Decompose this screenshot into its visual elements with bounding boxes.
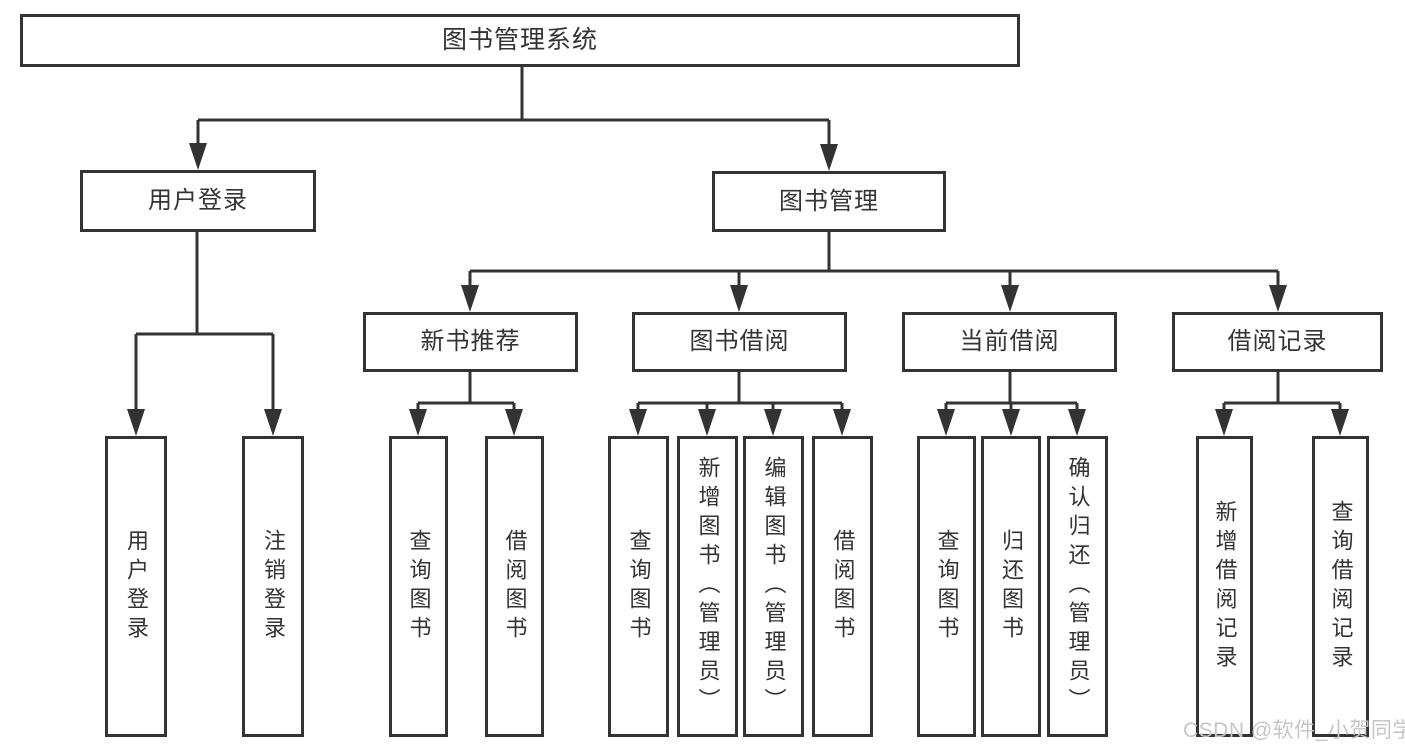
node-leaf-user-login: 用户登录 <box>105 436 167 737</box>
node-label: 查询图书 <box>626 528 652 645</box>
node-book-borrowing: 图书借阅 <box>632 312 847 372</box>
node-library-management-system: 图书管理系统 <box>20 14 1020 67</box>
node-new-book-recommendation: 新书推荐 <box>363 312 578 372</box>
node-label: 借阅图书 <box>830 528 856 645</box>
node-leaf-return-books: 归还图书 <box>981 436 1041 737</box>
node-leaf-borrow-books-recommend: 借阅图书 <box>485 436 544 737</box>
csdn-watermark: CSDN @软件_小贺同学 <box>1183 719 1405 742</box>
node-label: 图书管理 <box>779 187 879 215</box>
node-label: 注销登录 <box>261 528 286 645</box>
node-label: 查询图书 <box>934 528 960 645</box>
node-label: 归还图书 <box>999 528 1024 645</box>
node-label: 编辑图书（管理员） <box>761 456 787 717</box>
node-label: 借阅图书 <box>502 528 528 645</box>
node-leaf-borrow-books: 借阅图书 <box>812 436 873 737</box>
node-book-management: 图书管理 <box>712 171 946 232</box>
node-borrowing-records: 借阅记录 <box>1172 312 1383 372</box>
node-label: 新增借阅记录 <box>1212 499 1238 674</box>
node-label: 图书管理系统 <box>441 26 598 54</box>
node-label: 新书推荐 <box>420 328 521 355</box>
node-leaf-confirm-return-admin: 确认归还（管理员） <box>1047 436 1108 737</box>
node-user-login: 用户登录 <box>80 170 316 232</box>
node-leaf-add-borrow-record: 新增借阅记录 <box>1196 436 1253 737</box>
node-label: 用户登录 <box>148 187 248 214</box>
arrowheads <box>127 143 1349 436</box>
node-current-borrowing: 当前借阅 <box>902 312 1117 372</box>
node-label: 查询借阅记录 <box>1328 499 1354 674</box>
node-label: 查询图书 <box>406 528 432 645</box>
node-label: 当前借阅 <box>959 328 1060 355</box>
node-leaf-edit-books-admin: 编辑图书（管理员） <box>743 436 804 737</box>
node-leaf-query-borrow-record: 查询借阅记录 <box>1312 436 1369 737</box>
node-leaf-query-books-recommend: 查询图书 <box>389 436 448 737</box>
node-leaf-query-books-current: 查询图书 <box>917 436 976 737</box>
node-leaf-logout: 注销登录 <box>242 436 304 737</box>
node-label: 确认归还（管理员） <box>1065 456 1091 717</box>
node-label: 用户登录 <box>124 528 149 645</box>
node-label: 借阅记录 <box>1227 328 1328 355</box>
node-leaf-query-books-borrow: 查询图书 <box>608 436 669 737</box>
node-label: 图书借阅 <box>689 328 790 355</box>
node-leaf-add-books-admin: 新增图书（管理员） <box>677 436 738 737</box>
node-label: 新增图书（管理员） <box>695 456 721 717</box>
